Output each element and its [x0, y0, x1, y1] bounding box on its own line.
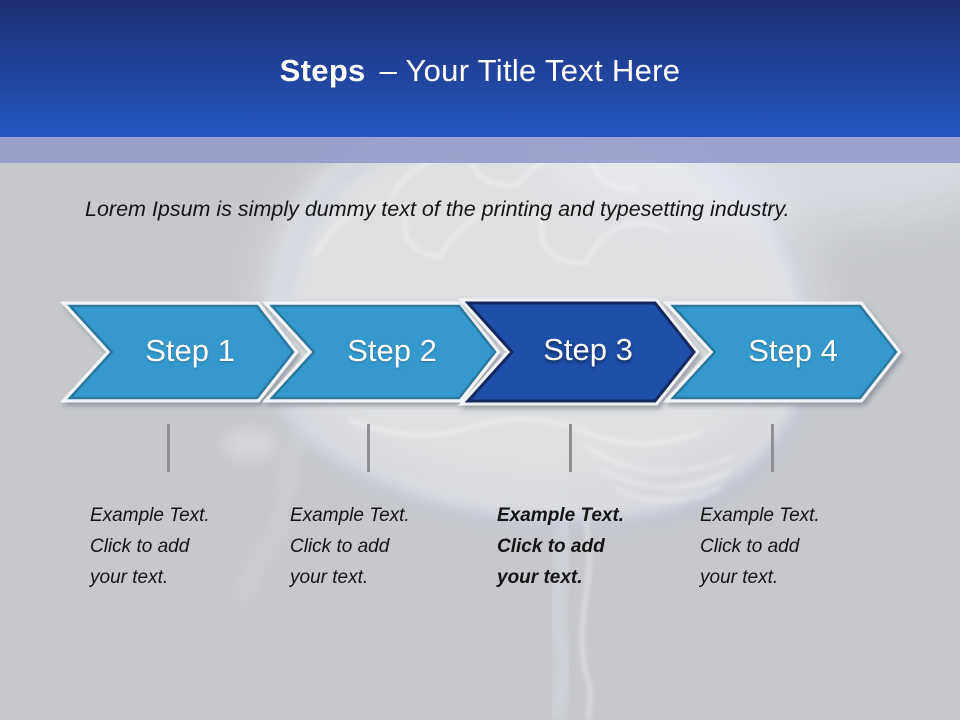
intro-text[interactable]: Lorem Ipsum is simply dummy text of the …	[85, 197, 790, 221]
step-chevron-3[interactable]	[457, 298, 700, 406]
slide-title[interactable]: Steps – Your Title Text Here	[280, 53, 681, 89]
accent-band	[0, 137, 960, 163]
title-rest: – Your Title Text Here	[379, 52, 681, 88]
step-tick	[367, 424, 370, 472]
step-tick	[569, 424, 572, 472]
step-label[interactable]: Step 2	[347, 333, 437, 368]
step-label[interactable]: Step 3	[543, 332, 633, 367]
step-label[interactable]: Step 4	[748, 333, 838, 368]
step-label[interactable]: Step 1	[145, 333, 235, 368]
step-tick	[167, 424, 170, 472]
header-bar: Steps – Your Title Text Here	[0, 0, 960, 137]
title-emphasis: Steps	[279, 52, 366, 88]
step-description[interactable]: Example Text. Click to add your text.	[497, 505, 625, 588]
step-chevron-4[interactable]	[662, 301, 902, 403]
step-description[interactable]: Example Text. Click to add your text.	[90, 505, 210, 588]
step-description[interactable]: Example Text. Click to add your text.	[290, 505, 410, 588]
step-description[interactable]: Example Text. Click to add your text.	[700, 505, 820, 588]
step-chevron-1[interactable]	[59, 301, 299, 403]
step-chevron-2[interactable]	[261, 301, 501, 403]
step-tick	[771, 424, 774, 472]
